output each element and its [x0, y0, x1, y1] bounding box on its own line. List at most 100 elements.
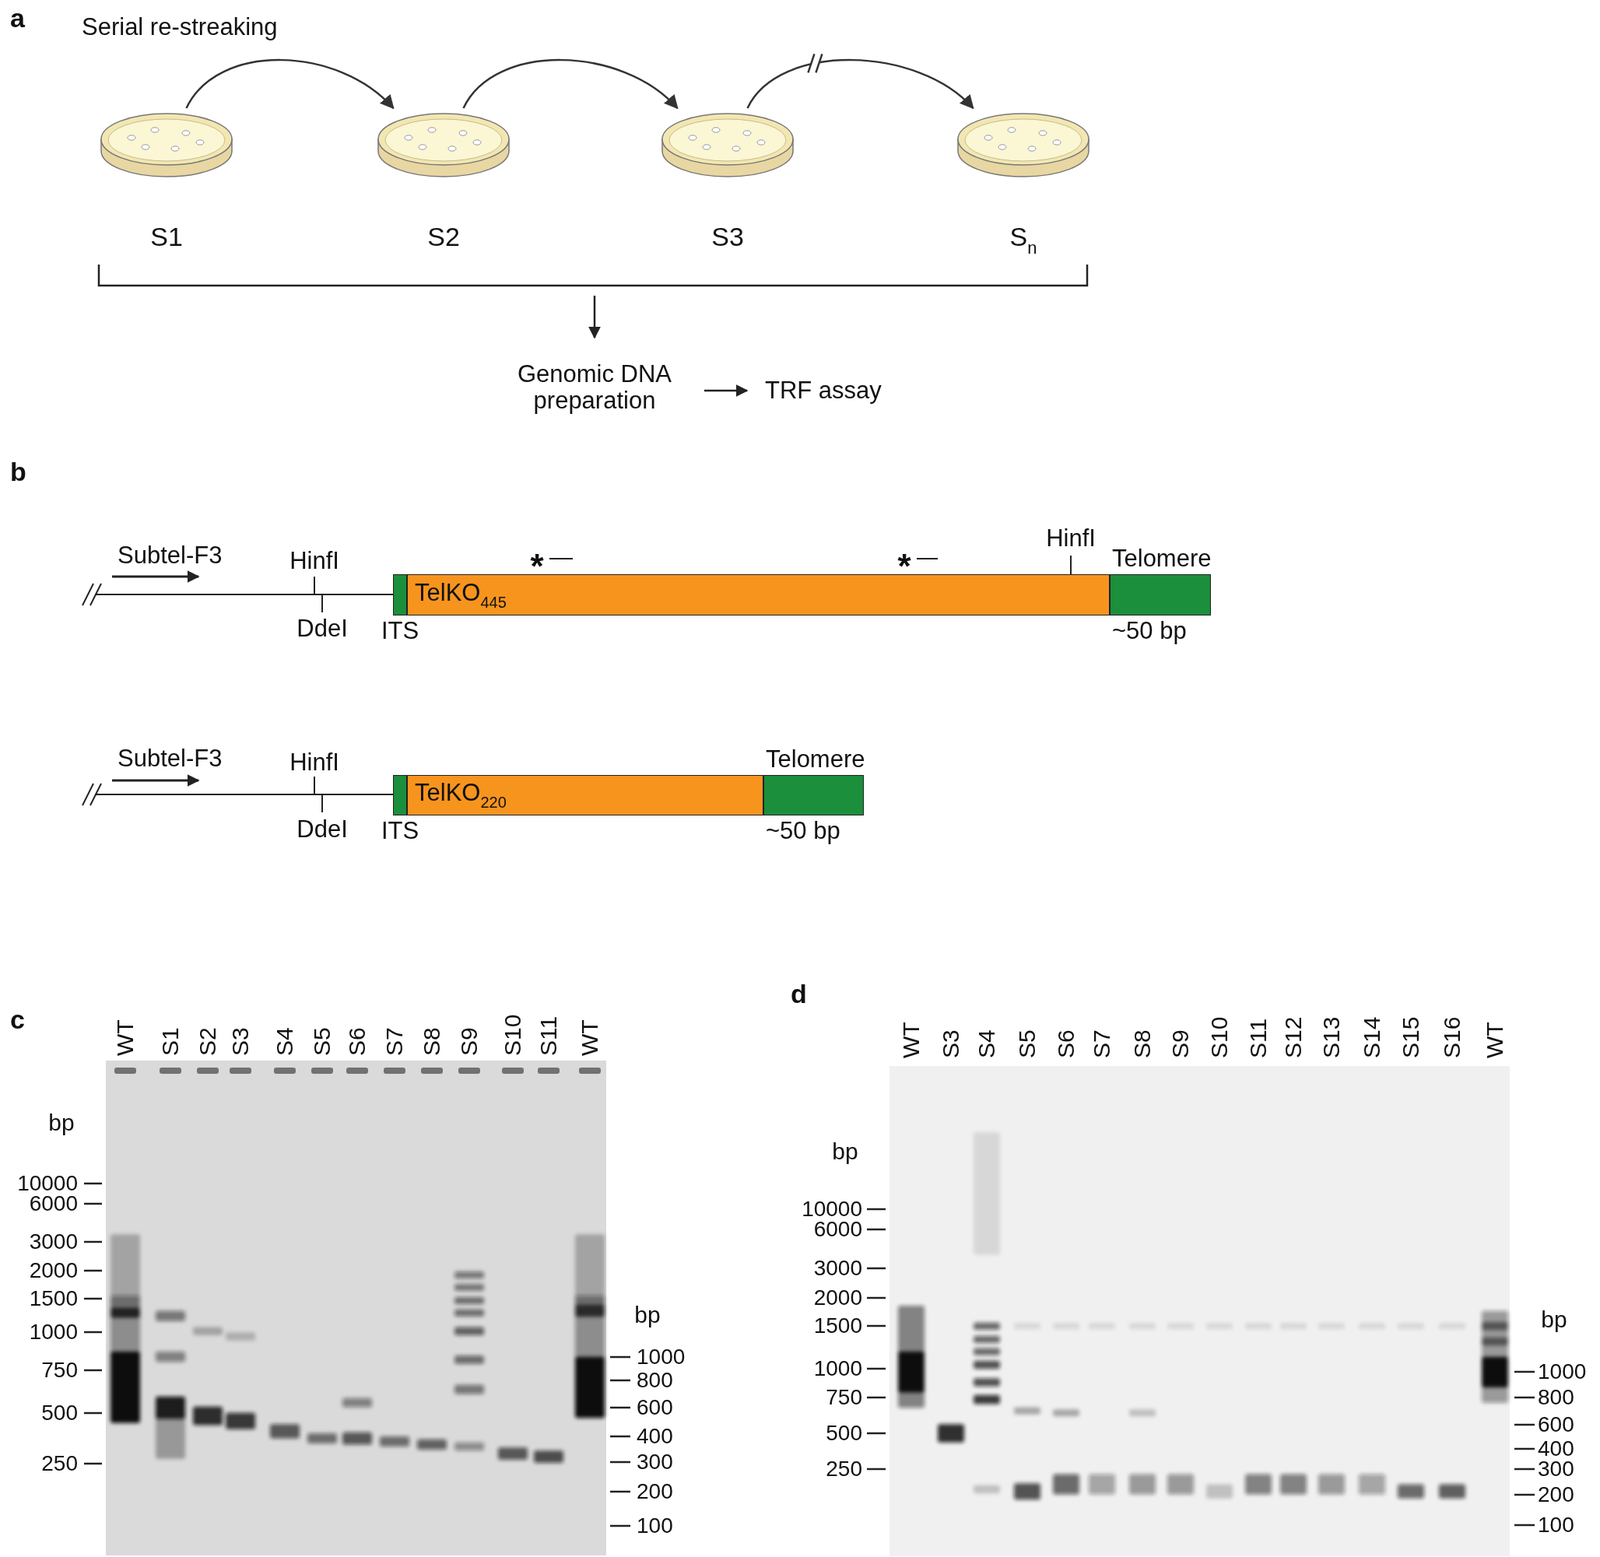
gel-band [342, 1398, 372, 1408]
text-label: 300 [636, 1450, 674, 1475]
colony [712, 127, 720, 133]
marker-tick [84, 1298, 102, 1301]
petri-dish-node: S2 [377, 108, 510, 179]
gel-well [311, 1067, 334, 1074]
gel-band [898, 1305, 925, 1408]
text-label: 1000 [636, 1345, 685, 1370]
text-label: 1500 [29, 1287, 78, 1312]
gel-band [342, 1432, 372, 1446]
text-label: Subtel-F3 [117, 542, 222, 569]
subscript-text: n [1027, 238, 1037, 258]
gel-band [1206, 1484, 1233, 1499]
gel-well [159, 1067, 182, 1074]
telko-name: TelKO445 [414, 579, 507, 611]
telomere-label: Telomere [1112, 545, 1212, 572]
text-label: Genomic DNA preparation [501, 361, 688, 415]
gel-band [1014, 1407, 1041, 1415]
gel-well [501, 1067, 524, 1074]
text-label: 500 [825, 1421, 863, 1446]
text-label: 600 [636, 1396, 674, 1421]
gel-band [1129, 1473, 1156, 1495]
lane-label: S5 [310, 1027, 334, 1057]
probe-line [916, 557, 938, 560]
gel-band [225, 1332, 256, 1341]
text-label: 2000 [814, 1286, 863, 1311]
break-mark [90, 783, 102, 806]
marker-tick [1514, 1424, 1535, 1427]
site-tick [313, 576, 316, 595]
text-label: 100 [636, 1514, 674, 1539]
marker-tick [866, 1325, 886, 1328]
gel-band [1167, 1322, 1194, 1330]
break-mark [90, 583, 102, 606]
gel-band [1245, 1473, 1272, 1495]
its-label: ITS [381, 617, 419, 645]
text-label: Serial re-streaking [81, 14, 278, 41]
marker-tick [84, 1463, 102, 1466]
text-label: 250 [41, 1452, 78, 1477]
colony [757, 140, 765, 145]
text-label: 750 [825, 1385, 863, 1411]
lane-label: WT [1483, 1021, 1507, 1059]
gel-band [454, 1284, 485, 1292]
gel-band [110, 1351, 141, 1424]
length-label: ~50 bp [1112, 617, 1187, 645]
text-label: 800 [636, 1368, 674, 1393]
gel-well [421, 1067, 443, 1074]
telko-box: TelKO220 [407, 775, 764, 816]
dish-rim [957, 113, 1089, 165]
gel-band [937, 1424, 965, 1443]
node-text: S1 [150, 221, 183, 252]
text-label: * [529, 547, 544, 586]
gel-band [575, 1357, 605, 1419]
text-label: 200 [1537, 1483, 1575, 1508]
marker-tick [866, 1468, 886, 1471]
lane-label: S7 [382, 1027, 407, 1057]
colony [732, 146, 741, 151]
lane-label: S13 [1319, 1017, 1344, 1059]
gel-well [114, 1067, 137, 1074]
gel-band [192, 1327, 223, 1336]
lane-label: S9 [457, 1027, 481, 1057]
marker-tick [610, 1379, 631, 1383]
colony [171, 146, 179, 151]
dish-agar [108, 119, 225, 162]
gel-c [105, 1060, 607, 1556]
text-label: HinfI [289, 749, 340, 776]
node-text: S3 [711, 221, 744, 252]
bracket [98, 264, 1088, 286]
colony [182, 130, 190, 136]
gel-band [1014, 1483, 1041, 1500]
gel-d [889, 1066, 1510, 1557]
marker-tick [1514, 1468, 1535, 1471]
lane-label: S11 [536, 1016, 561, 1057]
colony [1007, 127, 1016, 133]
gel-band [1280, 1322, 1307, 1330]
gel-band [192, 1407, 223, 1426]
break-mark [807, 52, 822, 74]
lane-label: S6 [1054, 1029, 1078, 1059]
gel-band [379, 1436, 410, 1447]
gel-band [1052, 1409, 1080, 1417]
colony [743, 130, 751, 136]
text-label: 100 [1537, 1513, 1575, 1538]
colony [702, 144, 711, 150]
site-tick [1070, 555, 1072, 575]
its-box: ITS [392, 574, 408, 616]
marker-tick [866, 1228, 886, 1232]
marker-tick [610, 1461, 631, 1464]
gel-well [229, 1067, 252, 1074]
dish-agar [669, 119, 786, 162]
gel-well [346, 1067, 369, 1074]
colony [141, 144, 150, 150]
text-label: 750 [41, 1358, 78, 1383]
gel-band [498, 1447, 528, 1460]
lane-label: S3 [228, 1027, 253, 1057]
lane-label: S1 [158, 1027, 183, 1057]
telomere-box: Telomere~50 bp [763, 775, 864, 816]
dish-rim [662, 113, 793, 165]
marker-tick [84, 1203, 102, 1206]
gel-band [973, 1485, 1000, 1494]
node-text: S [1010, 221, 1029, 252]
